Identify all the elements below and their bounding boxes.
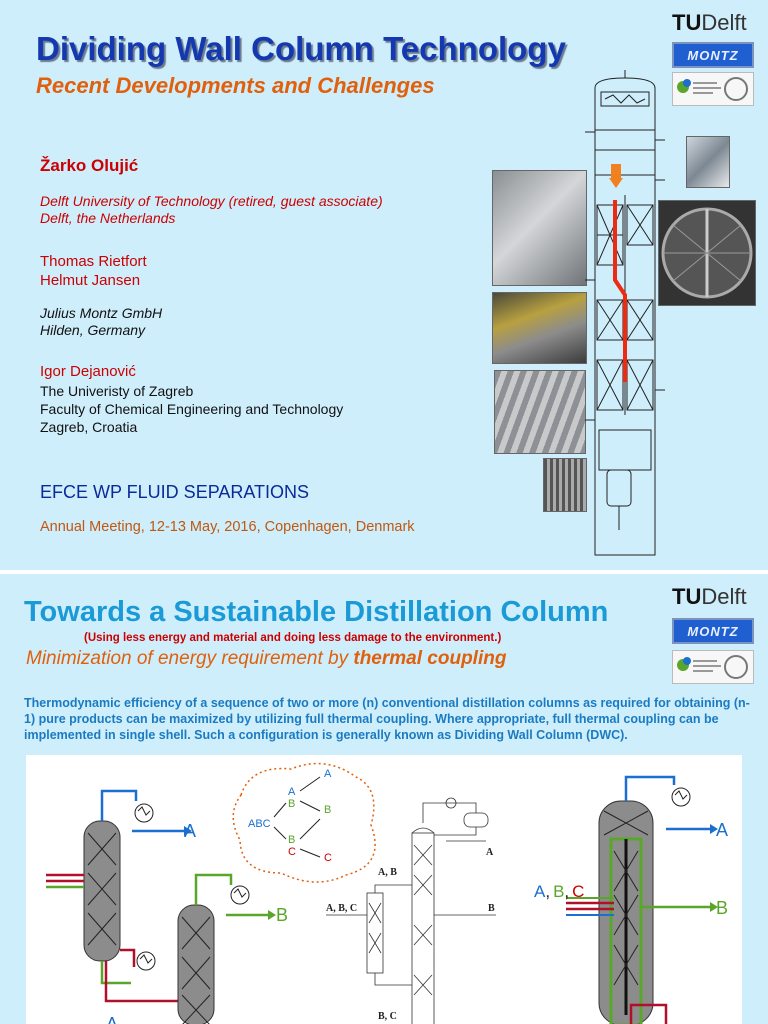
- column-top-icon: [661, 207, 753, 299]
- middle-label-bc: B, C: [378, 1011, 397, 1022]
- affiliation-line: Delft, the Netherlands: [40, 210, 176, 226]
- product-a-label: A: [184, 821, 196, 841]
- author-name: Helmut Jansen: [40, 272, 141, 289]
- valve-photo: [686, 136, 730, 188]
- dwc-column-schematic: [585, 70, 665, 556]
- zagreb-logo-icon: [677, 77, 748, 101]
- slide-subtitle: Recent Developments and Challenges: [36, 73, 435, 98]
- distillation-diagrams: A B A: [26, 755, 742, 1024]
- affiliation-line: Julius Montz GmbH: [40, 305, 163, 321]
- partner-logos: [672, 72, 754, 106]
- slide-sustainable-column: Towards a Sustainable Distillation Colum…: [0, 574, 768, 1024]
- efce-heading: EFCE WP FLUID SEPARATIONS: [40, 482, 310, 502]
- slide-title-heading: Dividing Wall Column Technology: [36, 30, 566, 67]
- middle-label-a: A: [486, 847, 494, 858]
- svg-text:ABC: ABC: [248, 818, 271, 830]
- separation-cloud: ABC A B A B B C C: [232, 762, 376, 883]
- author-name: Thomas Rietfort: [40, 253, 147, 270]
- packing-photo: [492, 292, 587, 364]
- logo-delft: Delft: [701, 10, 747, 35]
- feed-a-label: A: [106, 1014, 118, 1024]
- slide2-subtitle: Minimization of energy requirement by th…: [26, 648, 506, 670]
- logo-tu: TU: [672, 10, 702, 35]
- montz-authors: Thomas Rietfort Helmut Jansen: [40, 252, 147, 290]
- middle-label-b: B: [488, 903, 495, 914]
- tubes-photo: [543, 458, 587, 512]
- cloud-b2: B: [324, 804, 331, 816]
- affiliation-line: Delft University of Technology (retired,…: [40, 193, 383, 209]
- dwc-feed-b: B: [553, 882, 564, 901]
- partner-logos: [672, 650, 754, 684]
- middle-label-ab: A, B: [378, 867, 397, 878]
- affiliation-line: Faculty of Chemical Engineering and Tech…: [40, 401, 344, 417]
- logo-delft: Delft: [701, 584, 747, 609]
- zagreb-logo-icon: [677, 655, 748, 679]
- logo-tu: TU: [672, 584, 702, 609]
- subtitle-plain: Minimization of energy requirement by: [26, 648, 354, 669]
- cloud-b: B: [288, 798, 295, 810]
- dwc-feed-c: C: [572, 882, 584, 901]
- main-author: Žarko Olujić: [40, 156, 139, 175]
- main-affiliation: Delft University of Technology (retired,…: [40, 193, 383, 227]
- montz-logo: MONTZ: [672, 42, 754, 68]
- subtitle-emphasis: thermal coupling: [353, 648, 507, 669]
- svg-text:A,B,C: A,B,C: [534, 882, 584, 901]
- distillation-diagram-svg: A B A: [46, 762, 728, 1024]
- slide2-title: Towards a Sustainable Distillation Colum…: [24, 596, 609, 628]
- distributor-photo: [494, 370, 586, 454]
- cloud-c2: C: [324, 852, 332, 864]
- slide2-paragraph: Thermodynamic efficiency of a sequence o…: [24, 696, 750, 742]
- dwc-product-b: B: [716, 898, 728, 918]
- affiliation-line: Hilden, Germany: [40, 322, 146, 338]
- dwc-column-diagram: A B A,B,C: [534, 775, 728, 1024]
- column-top-photo: [658, 200, 756, 306]
- tudelft-logo: TUDelft: [672, 584, 747, 610]
- affiliation-line: The Univeristy of Zagreb: [40, 383, 194, 399]
- slide-title: Dividing Wall Column Technology Recent D…: [0, 0, 768, 570]
- tudelft-logo: TUDelft: [672, 10, 747, 36]
- montz-logo: MONTZ: [672, 618, 754, 644]
- affiliation-line: Zagreb, Croatia: [40, 419, 138, 435]
- dwc-feed-sep: ,: [564, 882, 569, 901]
- column-interior-photo: [492, 170, 587, 286]
- petlyuk-column-sketch: [326, 797, 496, 1024]
- zagreb-affiliation: The Univeristy of Zagreb Faculty of Chem…: [40, 382, 343, 436]
- cloud-a2: A: [324, 768, 332, 780]
- zagreb-author: Igor Dejanović: [40, 363, 136, 380]
- conventional-sequence: A B A: [46, 789, 288, 1024]
- dwc-feed-sep: ,: [545, 882, 550, 901]
- cloud-c: C: [288, 846, 296, 858]
- middle-label-abc: A, B, C: [326, 903, 357, 914]
- cloud-b3: B: [288, 834, 295, 846]
- montz-affiliation: Julius Montz GmbH Hilden, Germany: [40, 305, 162, 339]
- cloud-a: A: [288, 786, 296, 798]
- dwc-product-a: A: [716, 820, 728, 840]
- product-b-label: B: [276, 905, 288, 925]
- meeting-info: Annual Meeting, 12-13 May, 2016, Copenha…: [40, 519, 415, 535]
- dwc-feed-a: A: [534, 882, 546, 901]
- cloud-abc: ABC: [248, 818, 271, 830]
- slide2-note: (Using less energy and material and doin…: [84, 632, 502, 644]
